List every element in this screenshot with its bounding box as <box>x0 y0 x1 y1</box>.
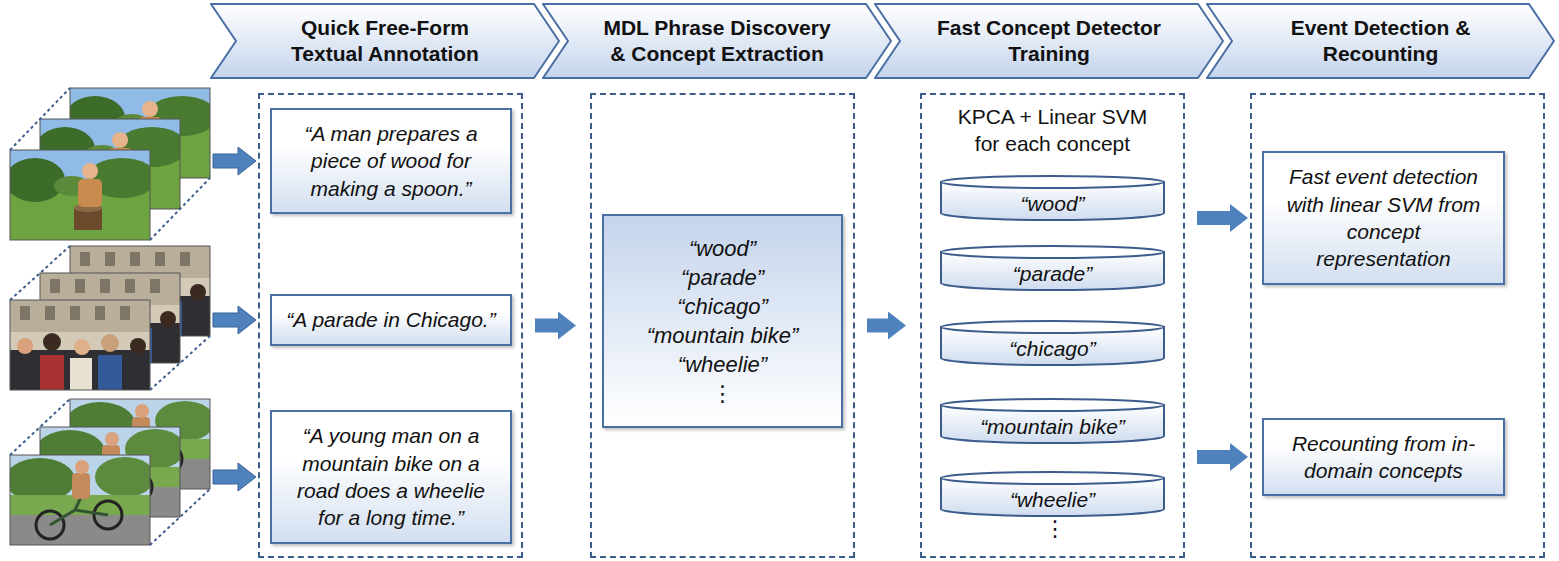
concept-text: “chicago” <box>614 292 831 321</box>
concept-detector-cylinder: “mountain bike” <box>940 398 1165 444</box>
concept-detector-cylinder: “wheelie” <box>940 471 1165 517</box>
concept-detector-cylinder: “chicago” <box>940 320 1165 366</box>
stage-chevron: Fast Concept Detector Training <box>874 3 1224 79</box>
concept-name: “wood” <box>1020 192 1084 216</box>
chevron-outline <box>1207 4 1554 78</box>
annotation-text: “A parade in Chicago.” <box>286 306 496 333</box>
chevron-outline <box>543 4 891 78</box>
concept-text: “parade” <box>614 263 831 292</box>
output-text: Recounting from in-domain concepts <box>1278 430 1489 485</box>
flow-arrow <box>1197 450 1230 464</box>
concept-detector-cylinder: “parade” <box>940 245 1165 291</box>
cylinder-top <box>941 176 1164 188</box>
annotation-box: “A man prepares a piece of wood for maki… <box>270 108 512 214</box>
chevron-shape <box>210 3 560 79</box>
block-arrow <box>213 306 256 334</box>
output-text: Fast event detection with linear SVM fro… <box>1278 163 1489 272</box>
stage-title: Quick Free-Form Textual Annotation <box>265 15 505 66</box>
video-frames-3 <box>5 399 215 545</box>
flow-arrow <box>867 319 888 333</box>
cylinder-top <box>941 321 1164 333</box>
video-frames-1 <box>5 88 217 240</box>
block-arrow <box>213 463 256 491</box>
concept-text: ⋮ <box>614 379 831 408</box>
stage-chevron: Quick Free-Form Textual Annotation <box>210 3 560 79</box>
chevron-shape <box>542 3 892 79</box>
chevron-outline <box>875 4 1223 78</box>
output-box: Fast event detection with linear SVM fro… <box>1262 151 1505 284</box>
video-frames-2 <box>10 246 210 390</box>
concept-name: “mountain bike” <box>980 415 1125 439</box>
chevron-shape <box>1206 3 1555 79</box>
annotation-box: “A young man on a mountain bike on a roa… <box>270 410 512 543</box>
chevron-shape <box>874 3 1224 79</box>
concept-text: “wood” <box>614 234 831 263</box>
flow-arrow <box>535 319 558 333</box>
annotation-text: “A young man on a mountain bike on a roa… <box>286 422 496 531</box>
concept-name: “parade” <box>1013 262 1092 286</box>
perspective-line <box>10 88 210 240</box>
stage-title: Event Detection & Recounting <box>1261 15 1501 66</box>
concept-name: “chicago” <box>1009 337 1095 361</box>
stage-panel: “wood”“parade”“chicago”“mountain bike”“w… <box>590 93 855 558</box>
stage-title: Fast Concept Detector Training <box>929 15 1169 66</box>
cylinder-top <box>941 246 1164 258</box>
panel-heading: KPCA + Linear SVM for each concept <box>953 103 1153 158</box>
input-arrows <box>213 147 256 491</box>
concept-text: “mountain bike” <box>614 321 831 350</box>
output-box: Recounting from in-domain concepts <box>1262 418 1505 497</box>
stage-chevron: Event Detection & Recounting <box>1206 3 1555 79</box>
concept-list-box: “wood”“parade”“chicago”“mountain bike”“w… <box>602 214 843 428</box>
frame-border <box>10 455 150 545</box>
video-frame <box>5 150 157 240</box>
concept-name: “wheelie” <box>1010 488 1095 512</box>
frame-border <box>10 150 150 240</box>
concept-text: “wheelie” <box>614 350 831 379</box>
chevron-outline <box>211 4 559 78</box>
annotation-box: “A parade in Chicago.” <box>270 294 512 345</box>
cylinder-top <box>941 399 1164 411</box>
video-frame <box>5 455 155 545</box>
block-arrow <box>213 147 256 175</box>
flow-arrow <box>1197 211 1230 225</box>
video-frame <box>10 300 150 390</box>
stage-panel: KPCA + Linear SVM for each concept “wood”… <box>920 93 1185 558</box>
cylinder-top <box>941 472 1164 484</box>
perspective-line <box>10 399 210 545</box>
annotation-text: “A man prepares a piece of wood for maki… <box>286 120 496 202</box>
stage-panel: Fast event detection with linear SVM fro… <box>1250 93 1545 558</box>
concept-detector-cylinder: “wood” <box>940 175 1165 221</box>
stage-chevron: MDL Phrase Discovery & Concept Extractio… <box>542 3 892 79</box>
frame-border <box>10 300 150 390</box>
stage-title: MDL Phrase Discovery & Concept Extractio… <box>597 15 837 66</box>
ellipsis-mark: ⋮ <box>1035 516 1075 542</box>
stage-panel: “A man prepares a piece of wood for maki… <box>258 93 523 558</box>
perspective-line <box>10 246 210 390</box>
